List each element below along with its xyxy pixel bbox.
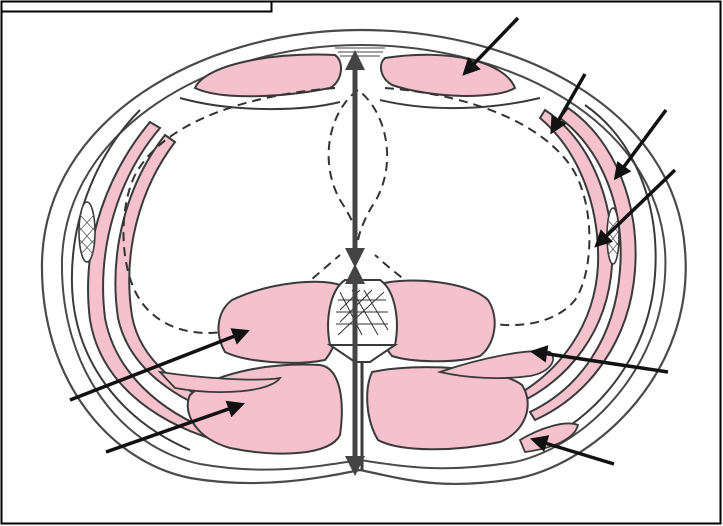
linea-alba [335, 48, 385, 56]
falciform-outline [329, 90, 388, 240]
label-box [2, 2, 272, 12]
latissimus-dorsi-right [520, 423, 578, 452]
psoas-quadratus-left [219, 282, 342, 363]
erector-spinae-right [367, 367, 528, 449]
rib-left [79, 202, 95, 262]
